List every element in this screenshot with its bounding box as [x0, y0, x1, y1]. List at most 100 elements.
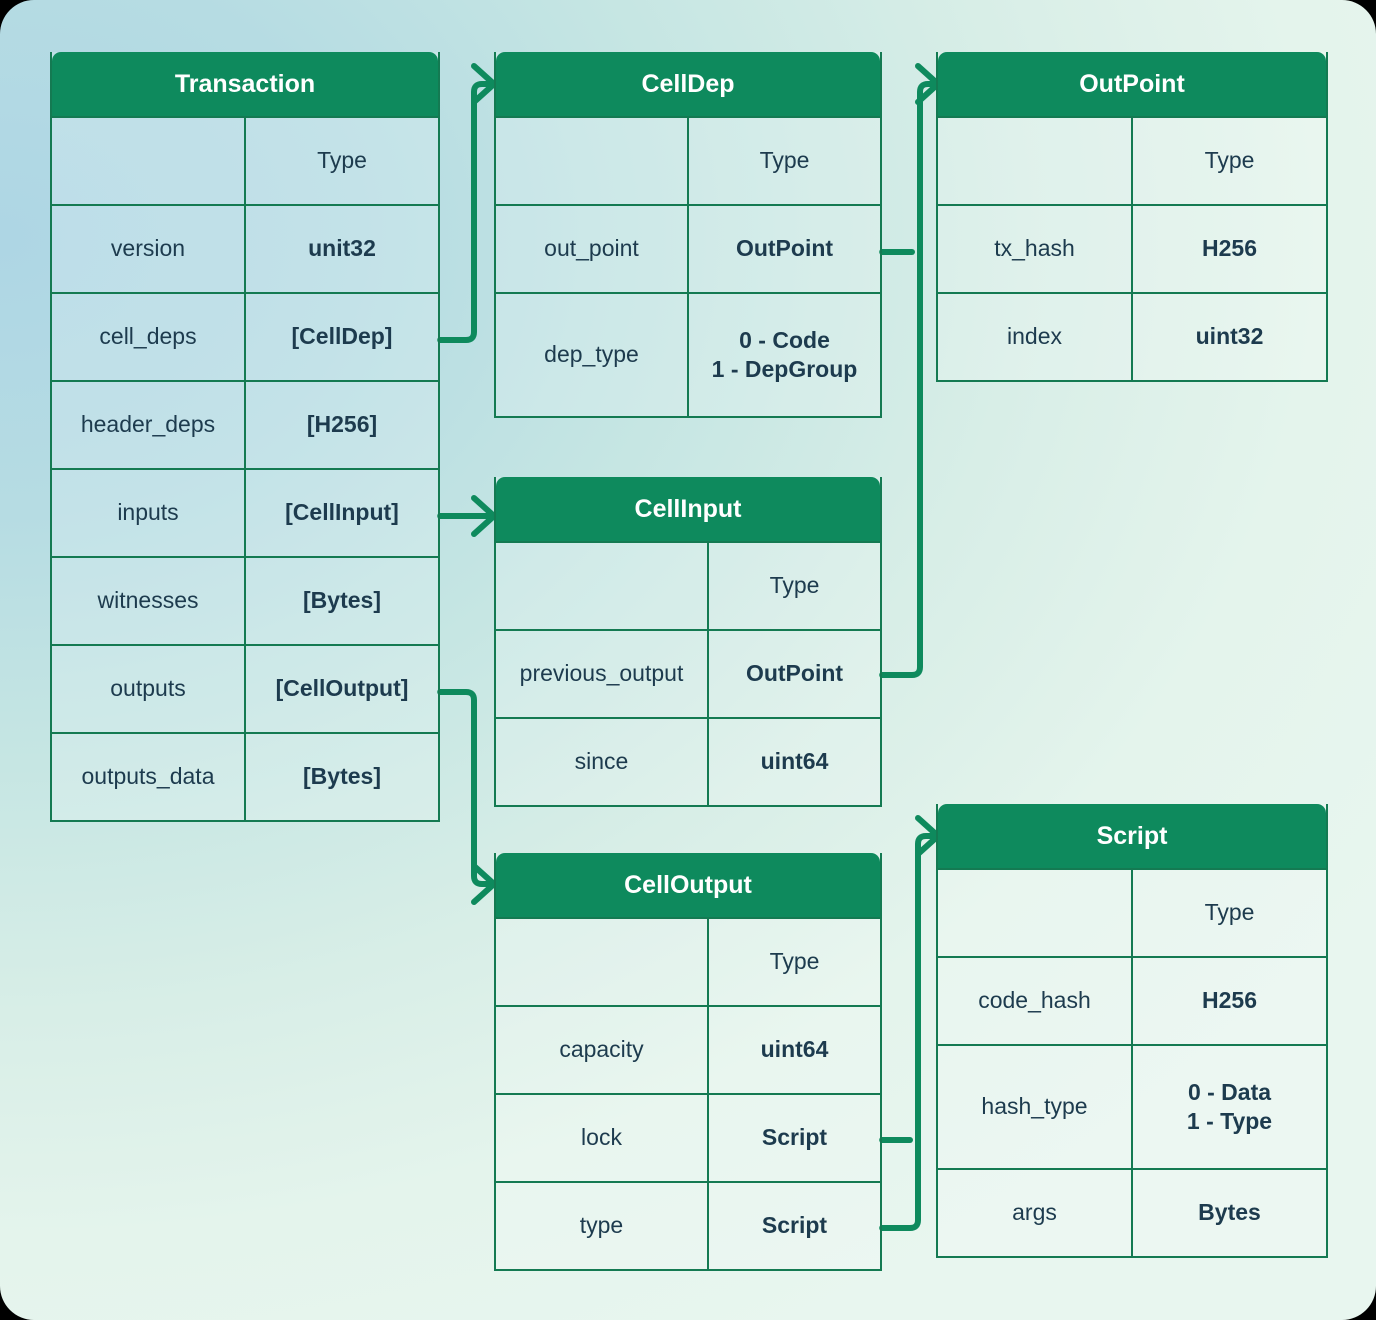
field-name: capacity — [496, 1007, 709, 1093]
table-title-celldep: CellDep — [496, 52, 880, 116]
field-name: outputs — [52, 646, 246, 732]
column-header-type: Type — [759, 147, 810, 174]
table-header-row: Type — [496, 541, 880, 629]
field-type: Bytes — [1198, 1199, 1261, 1226]
table-row: version unit32 — [52, 204, 438, 292]
field-name: dep_type — [496, 294, 689, 416]
field-name: hash_type — [938, 1046, 1133, 1168]
field-name: index — [938, 294, 1133, 380]
field-type: Script — [761, 1124, 828, 1151]
table-title-transaction: Transaction — [52, 52, 438, 116]
arrowhead-outpoint — [915, 63, 941, 105]
blank-corner-cell — [496, 919, 709, 1005]
field-name: cell_deps — [52, 294, 246, 380]
table-row: tx_hash H256 — [938, 204, 1326, 292]
field-type: 0 - Code 1 - DepGroup — [689, 294, 880, 416]
table-outpoint: OutPoint Type tx_hash H256 index uint32 — [936, 52, 1328, 382]
field-type-option: 0 - Code — [739, 326, 830, 353]
table-row: lock Script — [496, 1093, 880, 1181]
field-name: lock — [496, 1095, 709, 1181]
table-header-row: Type — [52, 116, 438, 204]
field-type: [CellInput] — [285, 499, 399, 526]
table-row: hash_type 0 - Data 1 - Type — [938, 1044, 1326, 1168]
connector-celldeps-to-celldep — [437, 81, 497, 343]
table-title-cellinput: CellInput — [496, 477, 880, 541]
table-row: cell_deps [CellDep] — [52, 292, 438, 380]
table-row: dep_type 0 - Code 1 - DepGroup — [496, 292, 880, 416]
table-row: type Script — [496, 1181, 880, 1269]
field-type: uint64 — [760, 748, 829, 775]
table-header-row: Type — [938, 116, 1326, 204]
field-name: args — [938, 1170, 1133, 1256]
field-type: Script — [761, 1212, 828, 1239]
field-type: [CellDep] — [291, 323, 393, 350]
table-celldep: CellDep Type out_point OutPoint dep_type… — [494, 52, 882, 418]
field-name: type — [496, 1183, 709, 1269]
blank-corner-cell — [52, 118, 246, 204]
field-name: witnesses — [52, 558, 246, 644]
blank-corner-cell — [496, 543, 709, 629]
table-row: index uint32 — [938, 292, 1326, 380]
field-type: H256 — [1202, 987, 1257, 1014]
arrowhead-script — [915, 815, 941, 857]
table-celloutput: CellOutput Type capacity uint64 lock Scr… — [494, 853, 882, 1271]
column-header-type: Type — [769, 948, 820, 975]
field-name: tx_hash — [938, 206, 1133, 292]
field-type: [H256] — [306, 411, 378, 438]
table-title-celloutput: CellOutput — [496, 853, 880, 917]
table-row: outputs [CellOutput] — [52, 644, 438, 732]
table-cellinput: CellInput Type previous_output OutPoint … — [494, 477, 882, 807]
field-type: uint64 — [760, 1036, 829, 1063]
blank-corner-cell — [938, 118, 1133, 204]
table-row: since uint64 — [496, 717, 880, 805]
table-row: inputs [CellInput] — [52, 468, 438, 556]
table-row: outputs_data [Bytes] — [52, 732, 438, 820]
table-row: args Bytes — [938, 1168, 1326, 1256]
field-name: header_deps — [52, 382, 246, 468]
table-transaction: Transaction Type version unit32 cell_dep… — [50, 52, 440, 822]
arrowhead-celldep — [471, 63, 497, 105]
field-type: [Bytes] — [303, 763, 381, 790]
field-name: previous_output — [496, 631, 709, 717]
field-name: since — [496, 719, 709, 805]
column-header-type: Type — [1204, 147, 1255, 174]
field-type: H256 — [1202, 235, 1257, 262]
table-title-outpoint: OutPoint — [938, 52, 1326, 116]
table-row: previous_output OutPoint — [496, 629, 880, 717]
connector-type-to-script — [879, 833, 939, 1231]
table-row: header_deps [H256] — [52, 380, 438, 468]
field-type-option: 1 - DepGroup — [711, 356, 858, 382]
field-type: [Bytes] — [303, 587, 381, 614]
table-row: out_point OutPoint — [496, 204, 880, 292]
field-name: code_hash — [938, 958, 1133, 1044]
field-type: [CellOutput] — [275, 675, 409, 702]
arrowhead-cellinput — [471, 495, 497, 537]
table-header-row: Type — [938, 868, 1326, 956]
blank-corner-cell — [496, 118, 689, 204]
column-header-type: Type — [317, 147, 367, 174]
field-type-option: 0 - Data — [1187, 1078, 1272, 1105]
field-type: OutPoint — [745, 660, 844, 687]
field-name: version — [52, 206, 246, 292]
field-type: uint32 — [1195, 323, 1264, 350]
connector-outputs-to-celloutput — [437, 689, 497, 887]
connector-previousoutput-to-outpoint — [879, 81, 939, 678]
field-type: unit32 — [308, 235, 376, 262]
table-row: capacity uint64 — [496, 1005, 880, 1093]
table-row: code_hash H256 — [938, 956, 1326, 1044]
table-title-script: Script — [938, 804, 1326, 868]
field-name: outputs_data — [52, 734, 246, 820]
field-type: OutPoint — [735, 235, 834, 262]
field-name: out_point — [496, 206, 689, 292]
table-script: Script Type code_hash H256 hash_type 0 -… — [936, 804, 1328, 1258]
blank-corner-cell — [938, 870, 1133, 956]
column-header-type: Type — [1204, 899, 1255, 926]
column-header-type: Type — [769, 572, 820, 599]
table-header-row: Type — [496, 116, 880, 204]
table-header-row: Type — [496, 917, 880, 1005]
field-name: inputs — [52, 470, 246, 556]
table-row: witnesses [Bytes] — [52, 556, 438, 644]
arrowhead-celloutput — [471, 863, 497, 905]
field-type: 0 - Data 1 - Type — [1133, 1046, 1326, 1168]
